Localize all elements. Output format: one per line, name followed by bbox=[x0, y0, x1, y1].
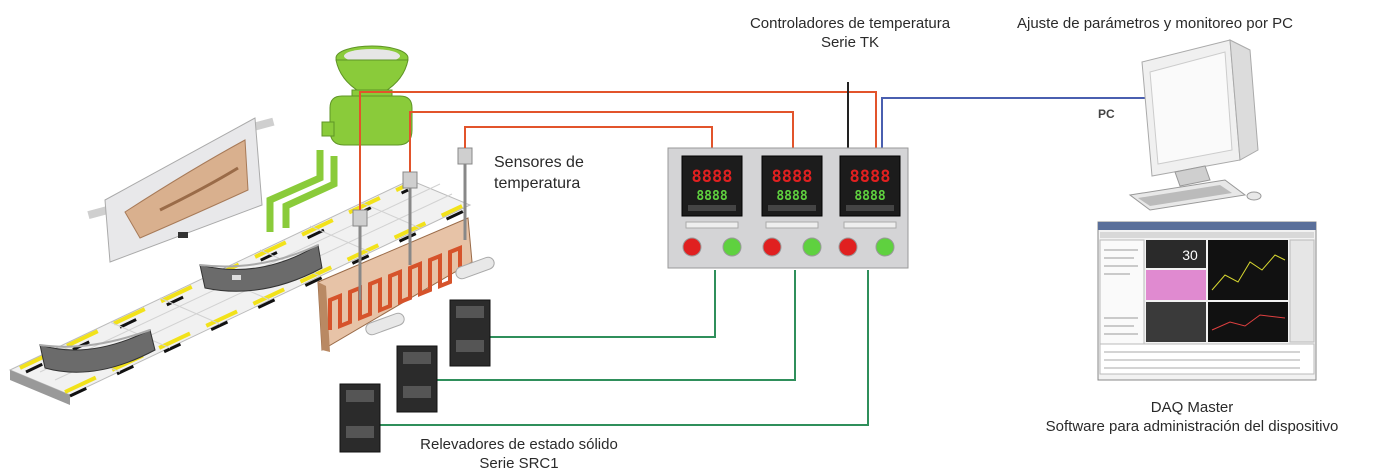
sensors-line1: Sensores de bbox=[494, 154, 584, 171]
controller-1-sv: 8888 bbox=[696, 189, 727, 204]
daq-subtitle: Software para administración del disposi… bbox=[1045, 418, 1339, 435]
pc-tag: PC bbox=[1098, 107, 1115, 121]
hopper-extruder bbox=[266, 45, 413, 232]
controller-3: 8888 8888 bbox=[838, 155, 901, 257]
temperature-sensors bbox=[352, 147, 473, 300]
controllers-label: Controladores de temperatura Serie TK bbox=[720, 14, 980, 52]
controller-2-pv: 8888 bbox=[772, 167, 813, 187]
solid-state-relays bbox=[339, 299, 491, 453]
controller-2-sv: 8888 bbox=[776, 189, 807, 204]
relays-series: Serie SRC1 bbox=[479, 455, 559, 472]
screen-value: 30 bbox=[1182, 247, 1198, 263]
sensors-label: Sensores de temperatura bbox=[494, 152, 584, 194]
controller-3-sv: 8888 bbox=[854, 189, 885, 204]
daq-label: DAQ Master Software para administración … bbox=[1000, 398, 1384, 436]
wiring bbox=[359, 82, 1170, 426]
pc-computer bbox=[1128, 39, 1262, 211]
ssr-1 bbox=[449, 299, 491, 367]
daq-master-screen: 30 bbox=[1097, 221, 1317, 381]
controller-2: 8888 8888 bbox=[761, 155, 823, 257]
relays-title: Relevadores de estado sólido bbox=[420, 436, 618, 453]
sensors-line2: temperatura bbox=[494, 175, 581, 192]
controller-panel: 8888 8888 8888 8888 8888 8888 bbox=[667, 147, 909, 269]
relays-label: Relevadores de estado sólido Serie SRC1 bbox=[384, 435, 654, 473]
controllers-title: Controladores de temperatura bbox=[749, 15, 951, 32]
molded-parts bbox=[39, 244, 323, 373]
controller-1-pv: 8888 bbox=[692, 167, 733, 187]
ssr-3 bbox=[339, 383, 381, 453]
controller-1: 8888 8888 bbox=[681, 155, 743, 257]
ssr-2 bbox=[396, 345, 438, 413]
controllers-series: Serie TK bbox=[820, 34, 880, 51]
mold-press bbox=[87, 117, 275, 263]
heater-block bbox=[317, 217, 495, 352]
daq-title: DAQ Master bbox=[1150, 399, 1234, 416]
pc-monitoring-label: Ajuste de parámetros y monitoreo por PC bbox=[1017, 15, 1293, 32]
controller-3-pv: 8888 bbox=[850, 167, 891, 187]
